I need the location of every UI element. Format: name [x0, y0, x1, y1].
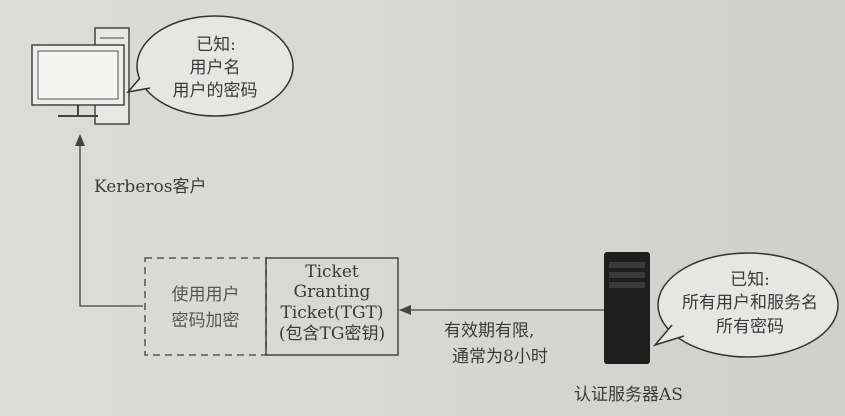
encryption-box	[144, 257, 267, 356]
client-label: Kerberos客户	[94, 177, 207, 197]
server-speech-bubble	[652, 252, 839, 358]
server-known-passwords: 所有密码	[716, 317, 784, 337]
tgt-line-3: Ticket(TGT)	[280, 303, 384, 323]
server-icon	[604, 252, 650, 364]
client-known-password: 用户的密码	[172, 81, 258, 101]
tgt-line-1: Ticket	[305, 262, 359, 282]
client-computer-icon	[31, 27, 130, 125]
arrow-to-tgt	[399, 305, 606, 315]
validity-line-1: 有效期有限,	[444, 321, 535, 341]
tgt-line-2: Granting	[293, 282, 371, 302]
encrypt-line-1: 使用用户	[171, 285, 240, 305]
tgt-line-4: (包含TG密钥)	[278, 324, 386, 344]
client-speech-bubble	[126, 15, 294, 117]
server-known-title: 已知:	[730, 270, 770, 290]
server-label: 认证服务器AS	[574, 385, 683, 405]
client-known-title: 已知:	[196, 35, 236, 55]
arrow-to-client	[75, 134, 143, 307]
client-known-username: 用户名	[189, 58, 241, 78]
tgt-box	[265, 257, 399, 356]
encrypt-line-2: 密码加密	[171, 311, 240, 331]
validity-line-2: 通常为8小时	[452, 347, 548, 367]
server-known-names: 所有用户和服务名	[682, 293, 818, 313]
